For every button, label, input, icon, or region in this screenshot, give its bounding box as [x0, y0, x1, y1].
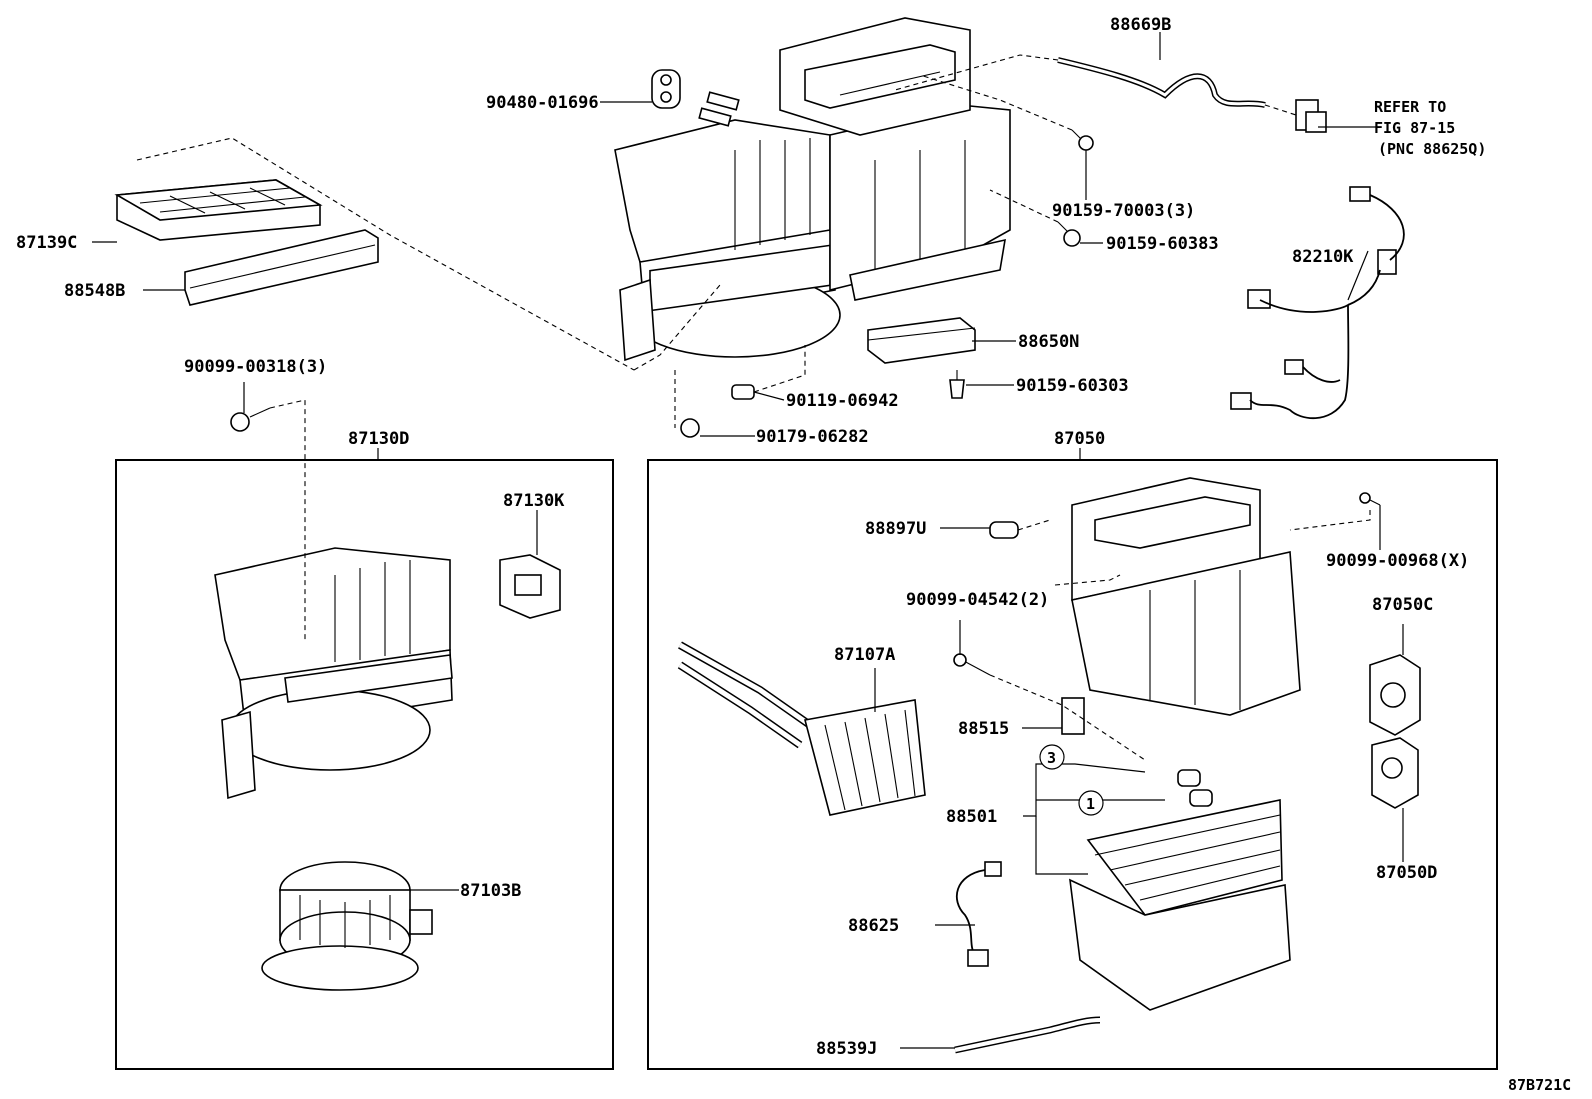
servo-87050c — [1369, 654, 1421, 736]
blower-case-87130d — [214, 547, 453, 800]
guide-screw-60383 — [989, 189, 1059, 223]
screw-90159-60303 — [949, 370, 965, 399]
drain-hose-88539j — [954, 1016, 1101, 1054]
label-88650n: 88650N — [1018, 332, 1079, 352]
evaporator-88501 — [1086, 769, 1283, 916]
hvac-unit-main — [614, 17, 1011, 362]
label-88625: 88625 — [848, 916, 899, 936]
label-82210k: 82210K — [1292, 247, 1354, 267]
label-87050d: 87050D — [1376, 863, 1437, 883]
guide-harness — [894, 54, 1059, 91]
screw-90099-04542 — [953, 653, 991, 676]
screw-90159-60383 — [1057, 221, 1081, 247]
label-87139c: 87139C — [16, 233, 77, 253]
hvac-housing-87050 — [1071, 477, 1301, 716]
label-87050c: 87050C — [1372, 595, 1433, 615]
label-callout-1: 1 — [1086, 795, 1095, 813]
guide-harness-connector — [1264, 104, 1297, 116]
label-88539j: 88539J — [816, 1039, 877, 1059]
label-90159-70003: 90159-70003(3) — [1052, 201, 1195, 221]
guide-90099-04542 — [1054, 574, 1121, 586]
callout-circle-3 — [1039, 744, 1065, 770]
label-88669b: 88669B — [1110, 15, 1171, 35]
label-88515: 88515 — [958, 719, 1009, 739]
screw-90159-70003 — [1071, 129, 1094, 151]
label-90159-60383: 90159-60383 — [1106, 234, 1219, 254]
label-90119-06942: 90119-06942 — [786, 391, 899, 411]
expansion-valve-88515 — [1061, 697, 1085, 735]
label-fig-87-15: FIG 87-15 — [1374, 119, 1455, 137]
screw-90119-06942 — [731, 384, 755, 400]
label-87107a: 87107A — [834, 645, 895, 665]
group-box-87050 — [647, 459, 1498, 1070]
figure-code: 87B721C — [1508, 1076, 1571, 1094]
heater-core-87107a — [677, 641, 926, 816]
label-88548b: 88548B — [64, 281, 125, 301]
label-87050: 87050 — [1054, 429, 1105, 449]
guide-blower-screw — [269, 399, 306, 640]
guide-88897u — [1017, 519, 1051, 531]
screw-90099-00318 — [230, 407, 271, 432]
label-88501: 88501 — [946, 807, 997, 827]
sensor-88897u — [989, 521, 1019, 539]
group-box-87130d — [115, 459, 614, 1070]
label-87130k: 87130K — [503, 491, 565, 511]
callout-circle-1 — [1078, 790, 1104, 816]
guide-hvac-screw — [1289, 510, 1371, 531]
label-87130d: 87130D — [348, 429, 409, 449]
guide-90119 — [753, 345, 806, 393]
evaporator-case-lower — [1069, 878, 1291, 1011]
nut-90179-06282 — [680, 418, 700, 438]
blower-motor-87103b — [261, 861, 433, 991]
label-90480-01696: 90480-01696 — [486, 93, 599, 113]
servo-87130k — [499, 554, 561, 619]
thermistor-88625 — [955, 861, 1002, 967]
label-90099-00968: 90099-00968(X) — [1326, 551, 1469, 571]
label-pnc-88625q: (PNC 88625Q) — [1378, 140, 1486, 158]
label-90099-00318: 90099-00318(3) — [184, 357, 327, 377]
label-callout-3: 3 — [1047, 749, 1056, 767]
servo-87050d — [1371, 737, 1419, 809]
amplifier-88650n — [867, 317, 976, 364]
air-filter-87139c — [114, 179, 323, 241]
label-90159-60303: 90159-60303 — [1016, 376, 1129, 396]
guide-filter-2 — [633, 284, 721, 371]
label-90099-04542: 90099-04542(2) — [906, 590, 1049, 610]
label-refer-to: REFER TO — [1374, 98, 1446, 116]
guide-filter — [136, 137, 635, 371]
grommet-90480-01696 — [651, 69, 681, 109]
label-90179-06282: 90179-06282 — [756, 427, 869, 447]
label-87103b: 87103B — [460, 881, 521, 901]
harness-82210k — [1230, 186, 1405, 420]
guide-88515 — [989, 674, 1146, 761]
filter-case-88548b — [184, 229, 379, 306]
screw-90099-00968 — [1359, 492, 1381, 506]
label-88897u: 88897U — [865, 519, 926, 539]
